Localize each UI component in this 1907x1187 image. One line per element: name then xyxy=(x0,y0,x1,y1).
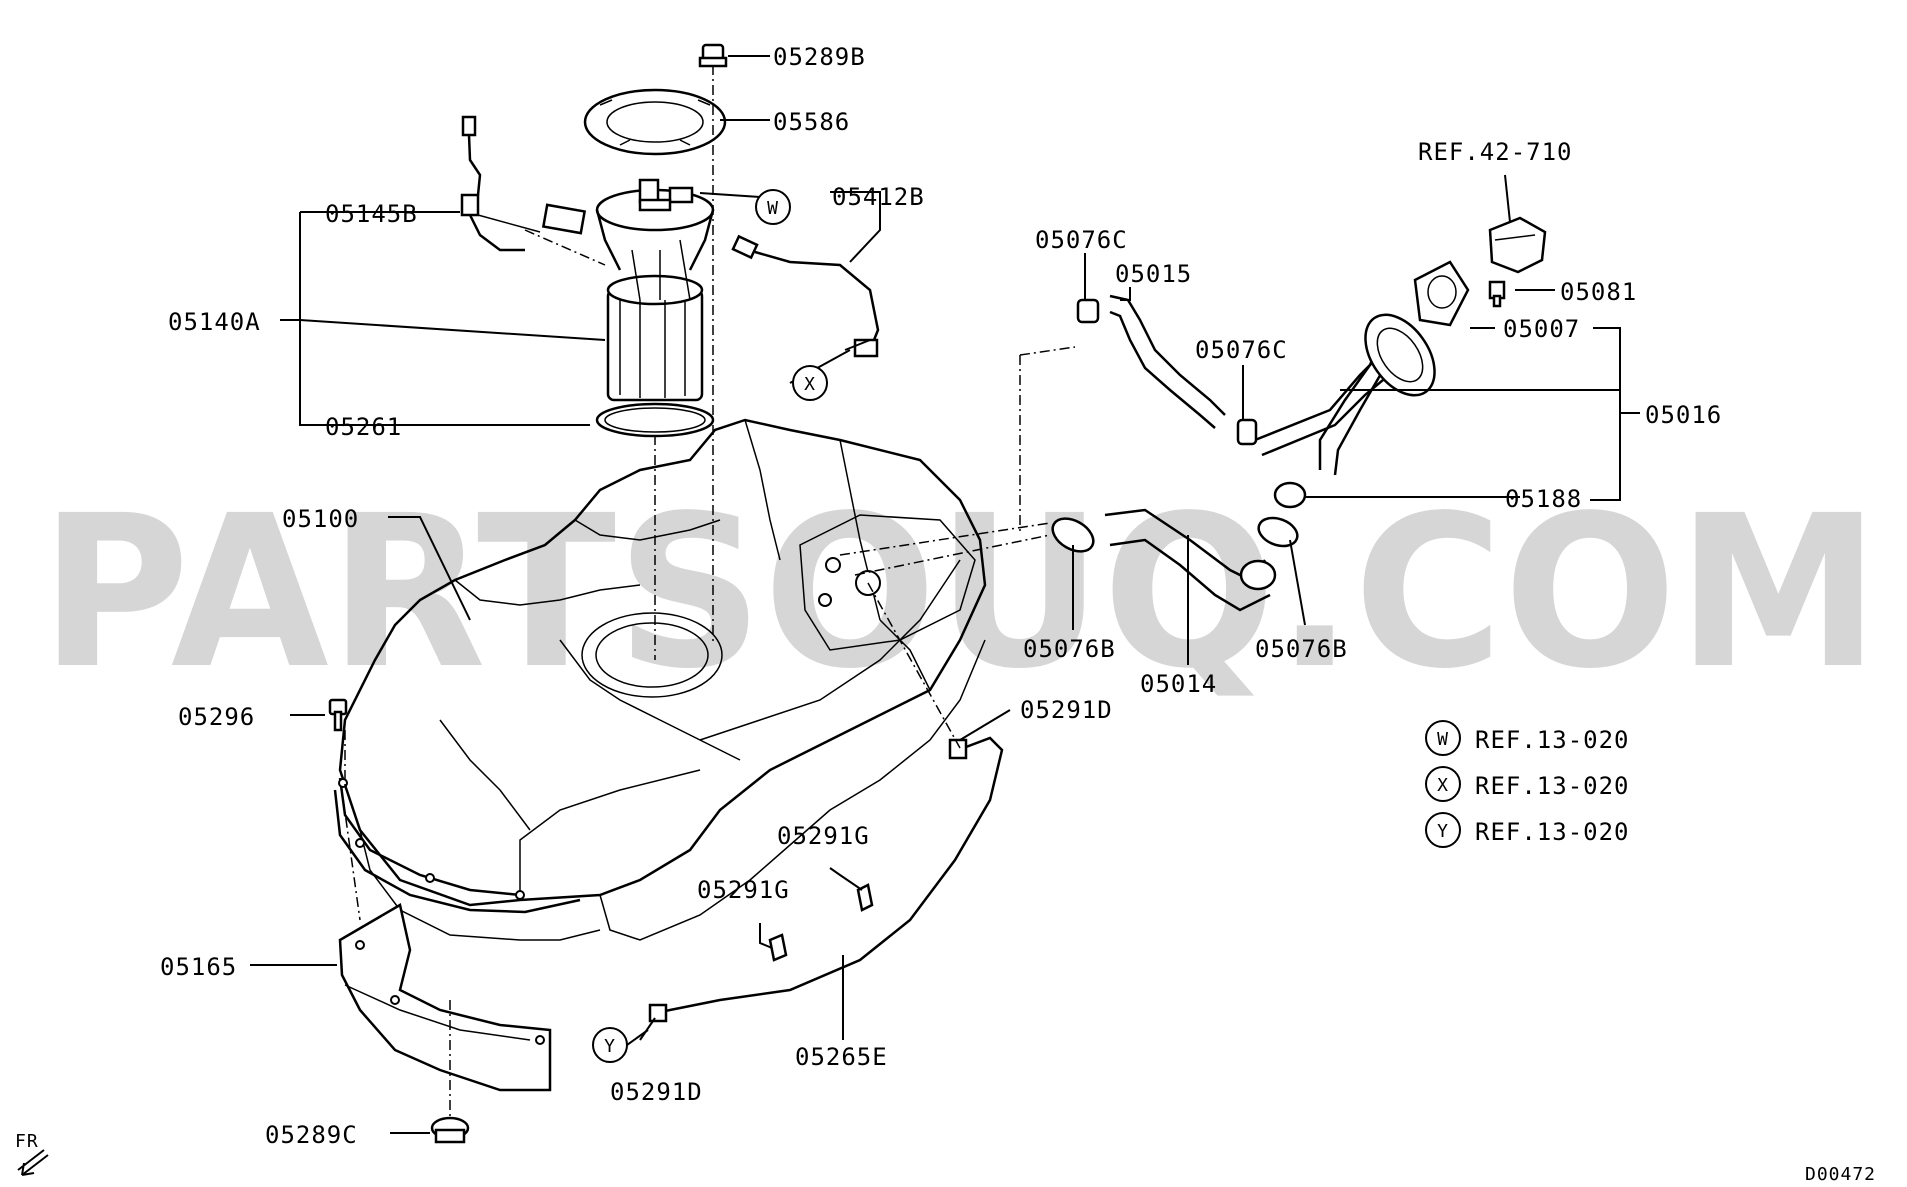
filler-neck-05016[interactable] xyxy=(1254,302,1449,476)
callout-05412B: 05412B xyxy=(832,183,925,211)
callout-05145B: 05145B xyxy=(325,200,418,228)
vapor-hose-05265E[interactable] xyxy=(648,736,1004,1023)
bolt-05296[interactable] xyxy=(328,698,348,732)
clamp-05076B-a[interactable] xyxy=(1047,512,1099,558)
watermark: PARTSOUQ.COM xyxy=(40,470,1880,715)
clamp-05076C-a[interactable] xyxy=(1076,298,1100,324)
filler-hose-05014[interactable] xyxy=(1104,508,1277,612)
lock-ring-05586[interactable] xyxy=(583,88,727,156)
clamp-05188[interactable] xyxy=(1273,481,1307,509)
legend-x-key: X xyxy=(1437,775,1449,796)
front-label: FR xyxy=(15,1131,39,1152)
legend-row-w[interactable]: W REF.13-020 xyxy=(1425,720,1630,756)
cap-05289C[interactable] xyxy=(430,1116,470,1144)
callout-05291D-a: 05291D xyxy=(1020,696,1113,724)
callout-ref-42-710: REF.42-710 xyxy=(1418,138,1573,166)
front-arrow-icon xyxy=(17,1149,49,1176)
callout-05140A: 05140A xyxy=(168,308,261,336)
marker-w-label: W xyxy=(767,198,779,219)
clamp-05076B-b[interactable] xyxy=(1255,513,1301,551)
tank-protector-05165[interactable] xyxy=(338,903,552,1092)
callout-05261: 05261 xyxy=(325,413,402,441)
fuel-gauge-wiring-05145B[interactable] xyxy=(460,115,587,252)
clamp-05076C-b[interactable] xyxy=(1236,418,1258,446)
callout-05289C: 05289C xyxy=(265,1121,358,1149)
callout-05291G-b: 05291G xyxy=(697,876,790,904)
callout-05081: 05081 xyxy=(1560,278,1637,306)
fuel-cap-ref42710[interactable] xyxy=(1488,216,1547,274)
callout-05188: 05188 xyxy=(1505,485,1582,513)
marker-x[interactable]: X xyxy=(792,365,828,401)
marker-x-label: X xyxy=(804,374,816,395)
legend-w-ref: REF.13-020 xyxy=(1475,726,1630,754)
fuel-tank-05100[interactable] xyxy=(333,418,987,941)
screw-05081[interactable] xyxy=(1488,280,1506,308)
legend-y-key: Y xyxy=(1437,821,1449,842)
callout-05015: 05015 xyxy=(1115,260,1192,288)
callout-05265E: 05265E xyxy=(795,1043,888,1071)
fuel-pump-assy-05140A[interactable] xyxy=(595,178,715,438)
legend: W REF.13-020 X REF.13-020 Y REF.13-020 xyxy=(1425,720,1630,848)
marker-y-label: Y xyxy=(604,1036,616,1057)
callout-05016: 05016 xyxy=(1645,401,1722,429)
front-direction-marker: FR xyxy=(15,1131,49,1176)
callout-05165: 05165 xyxy=(160,953,237,981)
gasket-05007[interactable] xyxy=(1413,260,1470,327)
callout-05296: 05296 xyxy=(178,703,255,731)
legend-row-x[interactable]: X REF.13-020 xyxy=(1425,766,1630,802)
callout-05100: 05100 xyxy=(282,505,359,533)
callout-05076C-a: 05076C xyxy=(1035,226,1128,254)
marker-w[interactable]: W xyxy=(755,189,791,225)
callout-05291G-a: 05291G xyxy=(777,822,870,850)
callout-05586: 05586 xyxy=(773,108,850,136)
legend-row-y[interactable]: Y REF.13-020 xyxy=(1425,812,1630,848)
marker-y[interactable]: Y xyxy=(592,1027,628,1063)
callout-05076B-a: 05076B xyxy=(1023,635,1116,663)
callout-05289B: 05289B xyxy=(773,43,866,71)
callout-05291D-b: 05291D xyxy=(610,1078,703,1106)
callout-05076C-b: 05076C xyxy=(1195,336,1288,364)
legend-x-ref: REF.13-020 xyxy=(1475,772,1630,800)
callout-05014: 05014 xyxy=(1140,670,1217,698)
legend-y-ref: REF.13-020 xyxy=(1475,818,1630,846)
callout-05007: 05007 xyxy=(1503,315,1580,343)
diagram-code: D00472 xyxy=(1805,1164,1876,1185)
callout-05076B-b: 05076B xyxy=(1255,635,1348,663)
legend-w-key: W xyxy=(1437,729,1449,750)
cap-05289B[interactable] xyxy=(698,43,728,68)
